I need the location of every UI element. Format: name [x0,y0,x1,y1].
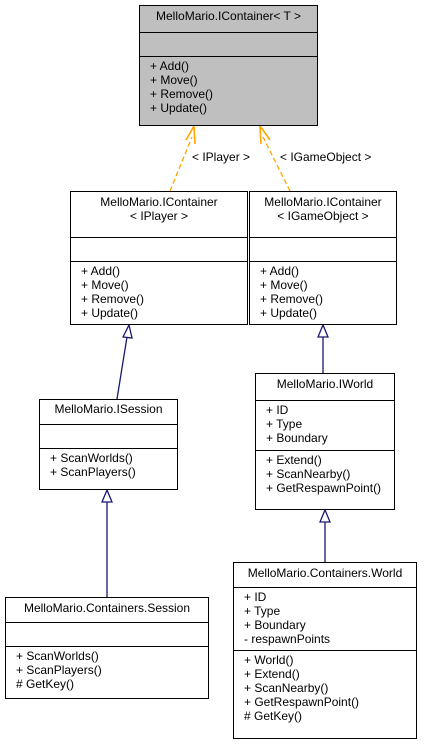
class-name-line: MelloMario.IContainer [264,195,382,209]
operation: + Move() [150,73,198,87]
attribute: - respawnPoints [244,632,331,646]
operation: + ScanPlayers() [50,465,136,479]
class-iworld[interactable]: MelloMario.IWorld + ID + Type + Boundary… [255,373,395,510]
operation: + GetRespawnPoint() [244,695,360,709]
attribute: + ID [266,403,289,417]
operations-section: + Add() + Move() + Remove() + Update() [250,261,396,322]
class-name: MelloMario.Containers.Session [23,601,191,615]
class-name-line: < IGameObject > [277,209,369,223]
operation: + Remove() [81,292,145,306]
operations-section: + Extend() + ScanNearby() + GetRespawnPo… [256,450,394,497]
operation: + Remove() [150,87,214,101]
operations-section: + ScanWorlds() + ScanPlayers() [40,448,177,481]
operation: + Move() [81,278,129,292]
operation: + Add() [260,264,300,278]
operation: + Update() [150,101,208,115]
attribute: + Type [244,604,281,618]
operation: + Move() [260,278,308,292]
attribute: + ID [244,590,267,604]
class-name: MelloMario.Containers.World [247,566,403,580]
attribute: + Boundary [266,431,328,445]
class-name: MelloMario.ISession [54,402,163,416]
class-name-line: < IPlayer > [129,209,189,223]
operation: + ScanNearby() [244,681,329,695]
edge-session-to-isession [101,488,113,597]
edge-label-iplayer: < IPlayer > [192,150,251,164]
class-containers-world[interactable]: MelloMario.Containers.World + ID + Type … [233,562,417,739]
operation: + ScanWorlds() [16,649,99,663]
operation: + World() [244,653,294,667]
operations-section: + Add() + Move() + Remove() + Update() [71,261,247,322]
operation: + Update() [81,306,139,320]
class-name: MelloMario.IWorld [276,377,374,391]
operations-section: + Add() + Move() + Remove() + Update() [140,56,317,117]
operation: + Remove() [260,292,324,306]
attributes-section [71,237,247,261]
class-name: MelloMario.IContainer< T > [156,9,301,23]
class-icontainer-iplayer[interactable]: MelloMario.IContainer < IPlayer > + Add(… [70,191,248,325]
operation: + Update() [260,306,318,320]
attributes-section: + ID + Type + Boundary - respawnPoints [234,587,416,650]
operations-section: + World() + Extend() + ScanNearby() + Ge… [234,650,416,725]
edge-iworld-to-icontainer-igameobject [317,323,329,373]
operation: + Add() [81,264,121,278]
class-icontainer-t[interactable]: MelloMario.IContainer< T > + Add() + Mov… [139,5,318,126]
class-name-line: MelloMario.IContainer [100,195,218,209]
operation: # GetKey() [244,709,303,723]
class-containers-session[interactable]: MelloMario.Containers.Session + ScanWorl… [5,597,209,699]
attributes-section [250,237,396,261]
class-isession[interactable]: MelloMario.ISession + ScanWorlds() + Sca… [39,399,178,490]
operation: + ScanWorlds() [50,451,133,465]
operation: + ScanPlayers() [16,663,102,677]
class-name: MelloMario.IContainer < IGameObject > [250,192,396,237]
attributes-section [40,424,177,448]
operations-section: + ScanWorlds() + ScanPlayers() # GetKey(… [6,646,208,693]
edge-isession-to-icontainer-iplayer [116,323,133,400]
operation: + ScanNearby() [266,467,351,481]
operation: + Add() [150,59,190,73]
edge-world-to-iworld [319,508,331,562]
operation: + GetRespawnPoint() [266,481,382,495]
operation: # GetKey() [16,677,75,691]
class-name: MelloMario.IContainer < IPlayer > [71,192,247,237]
attributes-section: + ID + Type + Boundary [256,400,394,450]
attributes-section [140,32,317,56]
operation: + Extend() [244,667,300,681]
attributes-section [6,622,208,646]
edge-label-igameobject: < IGameObject > [280,150,372,164]
attribute: + Boundary [244,618,306,632]
attribute: + Type [266,417,303,431]
class-icontainer-igameobject[interactable]: MelloMario.IContainer < IGameObject > + … [249,191,397,325]
operation: + Extend() [266,453,322,467]
